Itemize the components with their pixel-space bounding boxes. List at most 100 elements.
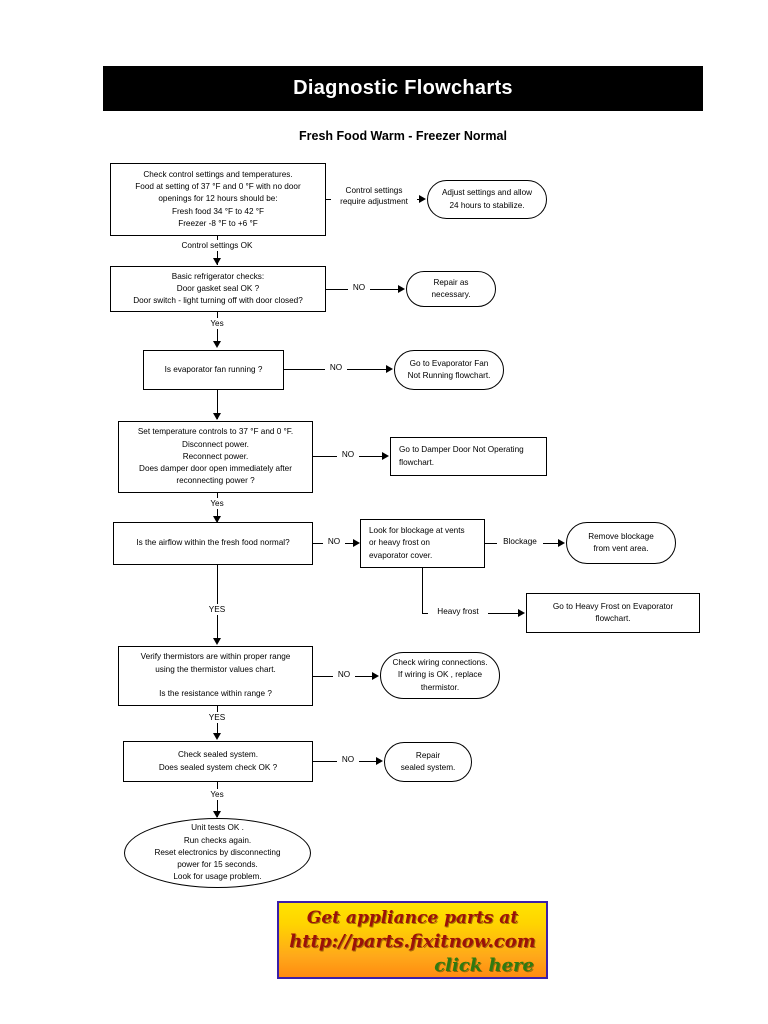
node-text: Check control settings and temperatures.… bbox=[135, 169, 300, 230]
node-text-line: thermistor. bbox=[420, 682, 460, 692]
node-text-line: Look for blockage at vents bbox=[369, 526, 465, 536]
node-text-line: Set temperature controls to 37 °F and 0 … bbox=[137, 427, 294, 437]
node-text: Check sealed system.Does sealed system c… bbox=[159, 749, 277, 774]
edge-label-no-2: NO bbox=[325, 362, 347, 374]
arrowhead-to-evapfan bbox=[213, 341, 221, 348]
edge-label-no-1: NO bbox=[348, 282, 370, 294]
node-text-line: Not Running flowchart. bbox=[407, 371, 491, 380]
node-repair-as-necessary: Repair as necessary. bbox=[406, 271, 496, 307]
node-goto-heavy-frost-flowchart: Go to Heavy Frost on Evaporator flowchart… bbox=[526, 593, 700, 633]
node-verify-thermistors: Verify thermistors are within proper ran… bbox=[118, 646, 313, 706]
node-text-line: sealed system. bbox=[400, 763, 456, 772]
node-text-line: power for 15 seconds. bbox=[177, 860, 258, 870]
arrowhead-to-wiring bbox=[372, 672, 379, 680]
node-text-line: evaporator cover. bbox=[369, 550, 433, 560]
node-text: Repair as necessary. bbox=[432, 277, 471, 302]
arrowhead-to-thermistor bbox=[213, 638, 221, 645]
node-text-line: Food at setting of 37 °F and 0 °F with n… bbox=[135, 182, 301, 192]
arrowhead-to-blockage bbox=[353, 539, 360, 547]
node-text-line: Adjust settings and allow bbox=[441, 188, 533, 198]
node-check-wiring-connections: Check wiring connections. If wiring is OK… bbox=[380, 652, 500, 699]
edge-label-no-4: NO bbox=[323, 536, 345, 548]
node-text-line: Go to Damper Door Not Operating bbox=[399, 445, 524, 455]
node-text-line: Door switch - light turning off with doo… bbox=[133, 296, 303, 306]
node-text: Go to Heavy Frost on Evaporator flowchart… bbox=[553, 601, 673, 626]
edge-label-line: Control settings bbox=[345, 186, 403, 195]
arrowhead-to-basic bbox=[213, 258, 221, 265]
node-text-line: Go to Heavy Frost on Evaporator bbox=[552, 601, 674, 611]
edge-label-no-3: NO bbox=[337, 449, 359, 461]
node-set-temperature-controls: Set temperature controls to 37 °F and 0 … bbox=[118, 421, 313, 493]
node-text-line bbox=[141, 676, 291, 688]
node-text-line: Does damper door open immediately after bbox=[139, 464, 292, 474]
advertisement-banner[interactable]: Get appliance parts at http://parts.fixi… bbox=[277, 901, 548, 979]
edge-label-yes-1: Yes bbox=[202, 318, 232, 330]
node-text-line: Check control settings and temperatures. bbox=[143, 169, 293, 179]
node-text-line: Look for usage problem. bbox=[173, 872, 262, 882]
page-subtitle: Fresh Food Warm - Freezer Normal bbox=[299, 129, 507, 143]
arrowhead-to-airflow bbox=[213, 516, 221, 523]
node-check-sealed-system: Check sealed system.Does sealed system c… bbox=[123, 741, 313, 782]
connector-evapfan-to-settemp bbox=[217, 390, 219, 419]
arrowhead-to-sealed bbox=[213, 733, 221, 740]
node-text-line: Is evaporator fan running ? bbox=[164, 364, 263, 374]
node-text: Unit tests OK .Run checks again.Reset el… bbox=[154, 822, 280, 883]
node-text-line: or heavy frost on bbox=[369, 538, 430, 548]
node-text: Is the airflow within the fresh food nor… bbox=[136, 537, 289, 549]
arrowhead-to-adjust bbox=[419, 195, 426, 203]
edge-label-no-6: NO bbox=[337, 754, 359, 766]
node-text-line: Go to Evaporator Fan bbox=[409, 358, 489, 368]
node-text-line: Door gasket seal OK ? bbox=[176, 283, 260, 293]
node-text-line: Check wiring connections. bbox=[392, 658, 488, 668]
node-text-line: Reconnect power. bbox=[182, 451, 249, 461]
node-text-line: Freezer -8 °F to +6 °F bbox=[178, 218, 258, 228]
node-text: Adjust settings and allow 24 hours to sta… bbox=[442, 187, 532, 212]
node-is-evaporator-fan-running: Is evaporator fan running ? bbox=[143, 350, 284, 390]
node-unit-tests-ok: Unit tests OK .Run checks again.Reset el… bbox=[124, 818, 311, 888]
arrowhead-to-heavy-frost bbox=[518, 609, 525, 617]
arrowhead-to-repair-sealed bbox=[376, 757, 383, 765]
page-title: Diagnostic Flowcharts bbox=[103, 66, 703, 111]
node-basic-refrigerator-checks: Basic refrigerator checks: Door gasket se… bbox=[110, 266, 326, 312]
node-text: Remove blockage from vent area. bbox=[588, 531, 654, 556]
arrowhead-to-final bbox=[213, 811, 221, 818]
node-text-line: from vent area. bbox=[593, 544, 649, 553]
edge-label-yes-5: Yes bbox=[202, 789, 232, 801]
node-remove-blockage: Remove blockage from vent area. bbox=[566, 522, 676, 564]
node-text-line: Disconnect power. bbox=[182, 439, 249, 449]
edge-label-heavy-frost: Heavy frost bbox=[428, 606, 488, 618]
arrowhead-to-damper bbox=[382, 452, 389, 460]
node-check-control-settings: Check control settings and temperatures.… bbox=[110, 163, 326, 236]
ad-line-2-url[interactable]: http://parts.fixitnow.com bbox=[289, 931, 536, 952]
node-text-line: Remove blockage bbox=[588, 531, 654, 541]
edge-label-no-5: NO bbox=[333, 669, 355, 681]
node-text: Basic refrigerator checks: Door gasket se… bbox=[133, 271, 303, 308]
node-text-line: 24 hours to stabilize. bbox=[449, 200, 525, 210]
edge-label-yes-3: YES bbox=[200, 604, 234, 616]
node-text: Go to Damper Door Not Operating flowchart… bbox=[399, 444, 524, 469]
node-text-line: Verify thermistors are within proper ran… bbox=[140, 652, 291, 662]
node-is-airflow-normal: Is the airflow within the fresh food nor… bbox=[113, 522, 313, 565]
arrowhead-to-repair bbox=[398, 285, 405, 293]
edge-label-control-settings-ok: Control settings OK bbox=[163, 240, 271, 252]
node-text: Is evaporator fan running ? bbox=[165, 364, 263, 376]
node-text-line: Repair as bbox=[433, 277, 469, 287]
node-text-line: Basic refrigerator checks: bbox=[171, 271, 265, 281]
node-text: Verify thermistors are within proper ran… bbox=[141, 651, 291, 700]
node-text-line: Fresh food 34 °F to 42 °F bbox=[171, 206, 265, 216]
node-goto-damper-door-flowchart: Go to Damper Door Not Operating flowchart… bbox=[390, 437, 547, 476]
node-text-line: necessary. bbox=[431, 290, 471, 299]
node-text: Look for blockage at vents or heavy frost… bbox=[369, 525, 465, 562]
ad-click-here-link[interactable]: click here bbox=[434, 955, 534, 976]
edge-label-yes-2: Yes bbox=[202, 498, 232, 510]
node-text-line: If wiring is OK , replace bbox=[397, 670, 483, 680]
edge-label-blockage: Blockage bbox=[497, 536, 543, 548]
node-text-line: flowchart. bbox=[595, 614, 631, 623]
node-text-line: flowchart. bbox=[399, 457, 435, 467]
node-adjust-settings: Adjust settings and allow 24 hours to sta… bbox=[427, 180, 547, 219]
